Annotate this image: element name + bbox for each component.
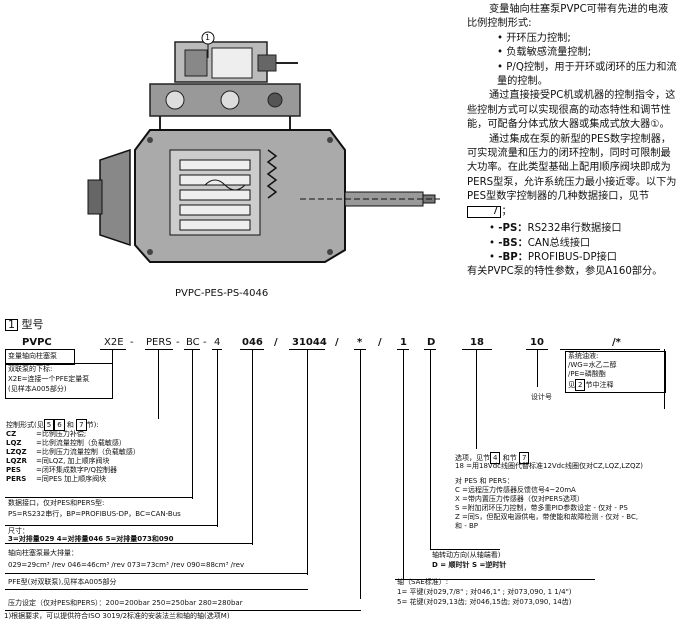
control-list: CZ=比例压力补偿; LQZ=比例流量控制（负载敏感） LZQZ=比例压力流量控… [6, 430, 140, 483]
code-shaft: 1 [400, 337, 407, 348]
code-slash-1: / [274, 337, 278, 348]
code-option: 18 [470, 337, 484, 348]
pes-title: 对 PES 和 PERS： [455, 477, 514, 485]
code-dash-3: - [203, 337, 207, 348]
code-design: 10 [530, 337, 544, 348]
callout-number: 1 [205, 33, 211, 42]
interface-title: 数据接口，仅对PES和PERS型: [8, 499, 105, 507]
code-slash-2: / [335, 337, 339, 348]
code-size: 4 [214, 337, 221, 348]
code-displacement: 046 [242, 337, 263, 348]
footnote: 1)根据要求，可以提供符合ISO 3019/2标准的安装法兰和轴的轴(选项M) [4, 612, 230, 620]
figure-caption: PVPC-PES-PS-4046 [175, 288, 269, 299]
pressure-label: 压力设定（仅对PES和PERS）：200=200bar 250=250bar 2… [8, 599, 243, 607]
code-pvpc: PVPC [22, 337, 52, 348]
label-double-1: 双联泵的下标: [8, 365, 53, 373]
intro-paragraph: 变量轴向柱塞泵PVPC可带有先进的电液比例控制形式: [467, 4, 669, 30]
code-dash-2: - [176, 337, 180, 348]
code-rotation: D [427, 337, 436, 348]
shaft-spline: 5= 花键(对029,13齿; 对046,15齿; 对073,090, 14齿) [397, 598, 572, 606]
displacement-values: 029=29cm³ /rev 046=46cm³ /rev 073=73cm³ … [8, 561, 245, 569]
description-column: 变量轴向柱塞泵PVPC可带有先进的电液比例控制形式: • 开环压力控制; • 负… [467, 3, 677, 280]
shaft-title: 轴（SAE标准）: [397, 578, 449, 586]
fluid-title: 系统油液: [568, 352, 599, 360]
interface-bs: • -BS：CAN总线接口 [489, 237, 591, 249]
code-dash-1: - [130, 337, 134, 348]
shaft-key: 1= 平键(对029,7/8" ; 对046,1" ; 对073,090, 1 … [397, 588, 572, 596]
displacement-title: 轴向柱塞泵最大排量： [8, 549, 78, 557]
code-slash-3: / [378, 337, 382, 348]
code-fluid: /* [612, 337, 621, 348]
pfe-label: PFE型(对双联泵),见样本A005部分 [8, 578, 117, 586]
fluid-wg: /WG=水乙二醇 [568, 361, 617, 369]
code-bc: BC [186, 337, 200, 348]
bullet-2: • 负载敏感流量控制; [497, 47, 592, 59]
pes-z: Z =同S，但配双电源供电，带使能和故障检测 - 仅对 - BC, [455, 513, 639, 521]
pes-s: S =附加闭环压力控制，带多重PID参数设定 - 仅对 - PS [455, 504, 628, 512]
code-pressure: * [357, 337, 363, 348]
interface-values: PS=RS232串行，BP=PROFIBUS-DP，BC=CAN-Bus [8, 510, 181, 518]
paragraph-2: 通过直接接受PC机或机器的控制指令，这些控制方式可以实现很高的动态特性和调节性能… [467, 90, 676, 131]
paragraph-3: 通过集成在泵的新型的PES数字控制器，可实现流量和压力的闭环控制，同时可限制最大… [467, 133, 677, 218]
pes-z-cont: 和 - BP [455, 522, 478, 530]
bullet-1: • 开环压力控制; [497, 32, 571, 44]
label-pump: 变量轴向柱塞泵 [8, 352, 57, 360]
paragraph-4: 有关PVPC泵的特性参数，参见A160部分。 [467, 266, 663, 278]
bullet-3: • P/Q控制，用于开环或闭环的压力和流量的控制。 [497, 61, 677, 88]
rotation-title: 轴转动方向(从轴端看) [432, 551, 501, 559]
pump-drawing [87, 31, 440, 263]
rotation-values: D = 顺时针 S =逆时针 [432, 561, 507, 569]
interface-ps: • -PS：RS232串行数据接口 [489, 223, 622, 235]
code-pers: PERS [146, 337, 172, 348]
label-double-2: X2E=连接一个PFE定量泵 [8, 375, 90, 383]
size-values: 3=对排量029 4=对排量046 5=对排量073和090 [8, 535, 174, 543]
design-label: 设计号 [531, 393, 552, 401]
interface-bp: • -BP：PROFIBUS-DP接口 [489, 251, 617, 263]
size-title: 尺寸： [8, 527, 29, 535]
section-ref[interactable]: 7 [467, 205, 502, 218]
pes-c: C =远程压力传感器反馈信号4~20mA [455, 486, 576, 494]
pes-x: X =带内置压力传感器（仅对PERS选项） [455, 495, 584, 503]
option-18: 18 =用18Vdc线圈代替标准12Vdc线圈仅对CZ,LQZ,LZQZ) [455, 462, 644, 470]
section-title: 型号 [21, 318, 44, 331]
section-heading: 1 型号 [5, 316, 44, 332]
fluid-pe: /PE=磷酸酯 [568, 370, 606, 378]
code-pfe: 31044 [292, 337, 327, 348]
label-double-3: (见样本A005部分) [8, 385, 67, 393]
section-number: 1 [5, 319, 18, 331]
code-x2e: X2E [104, 337, 124, 348]
